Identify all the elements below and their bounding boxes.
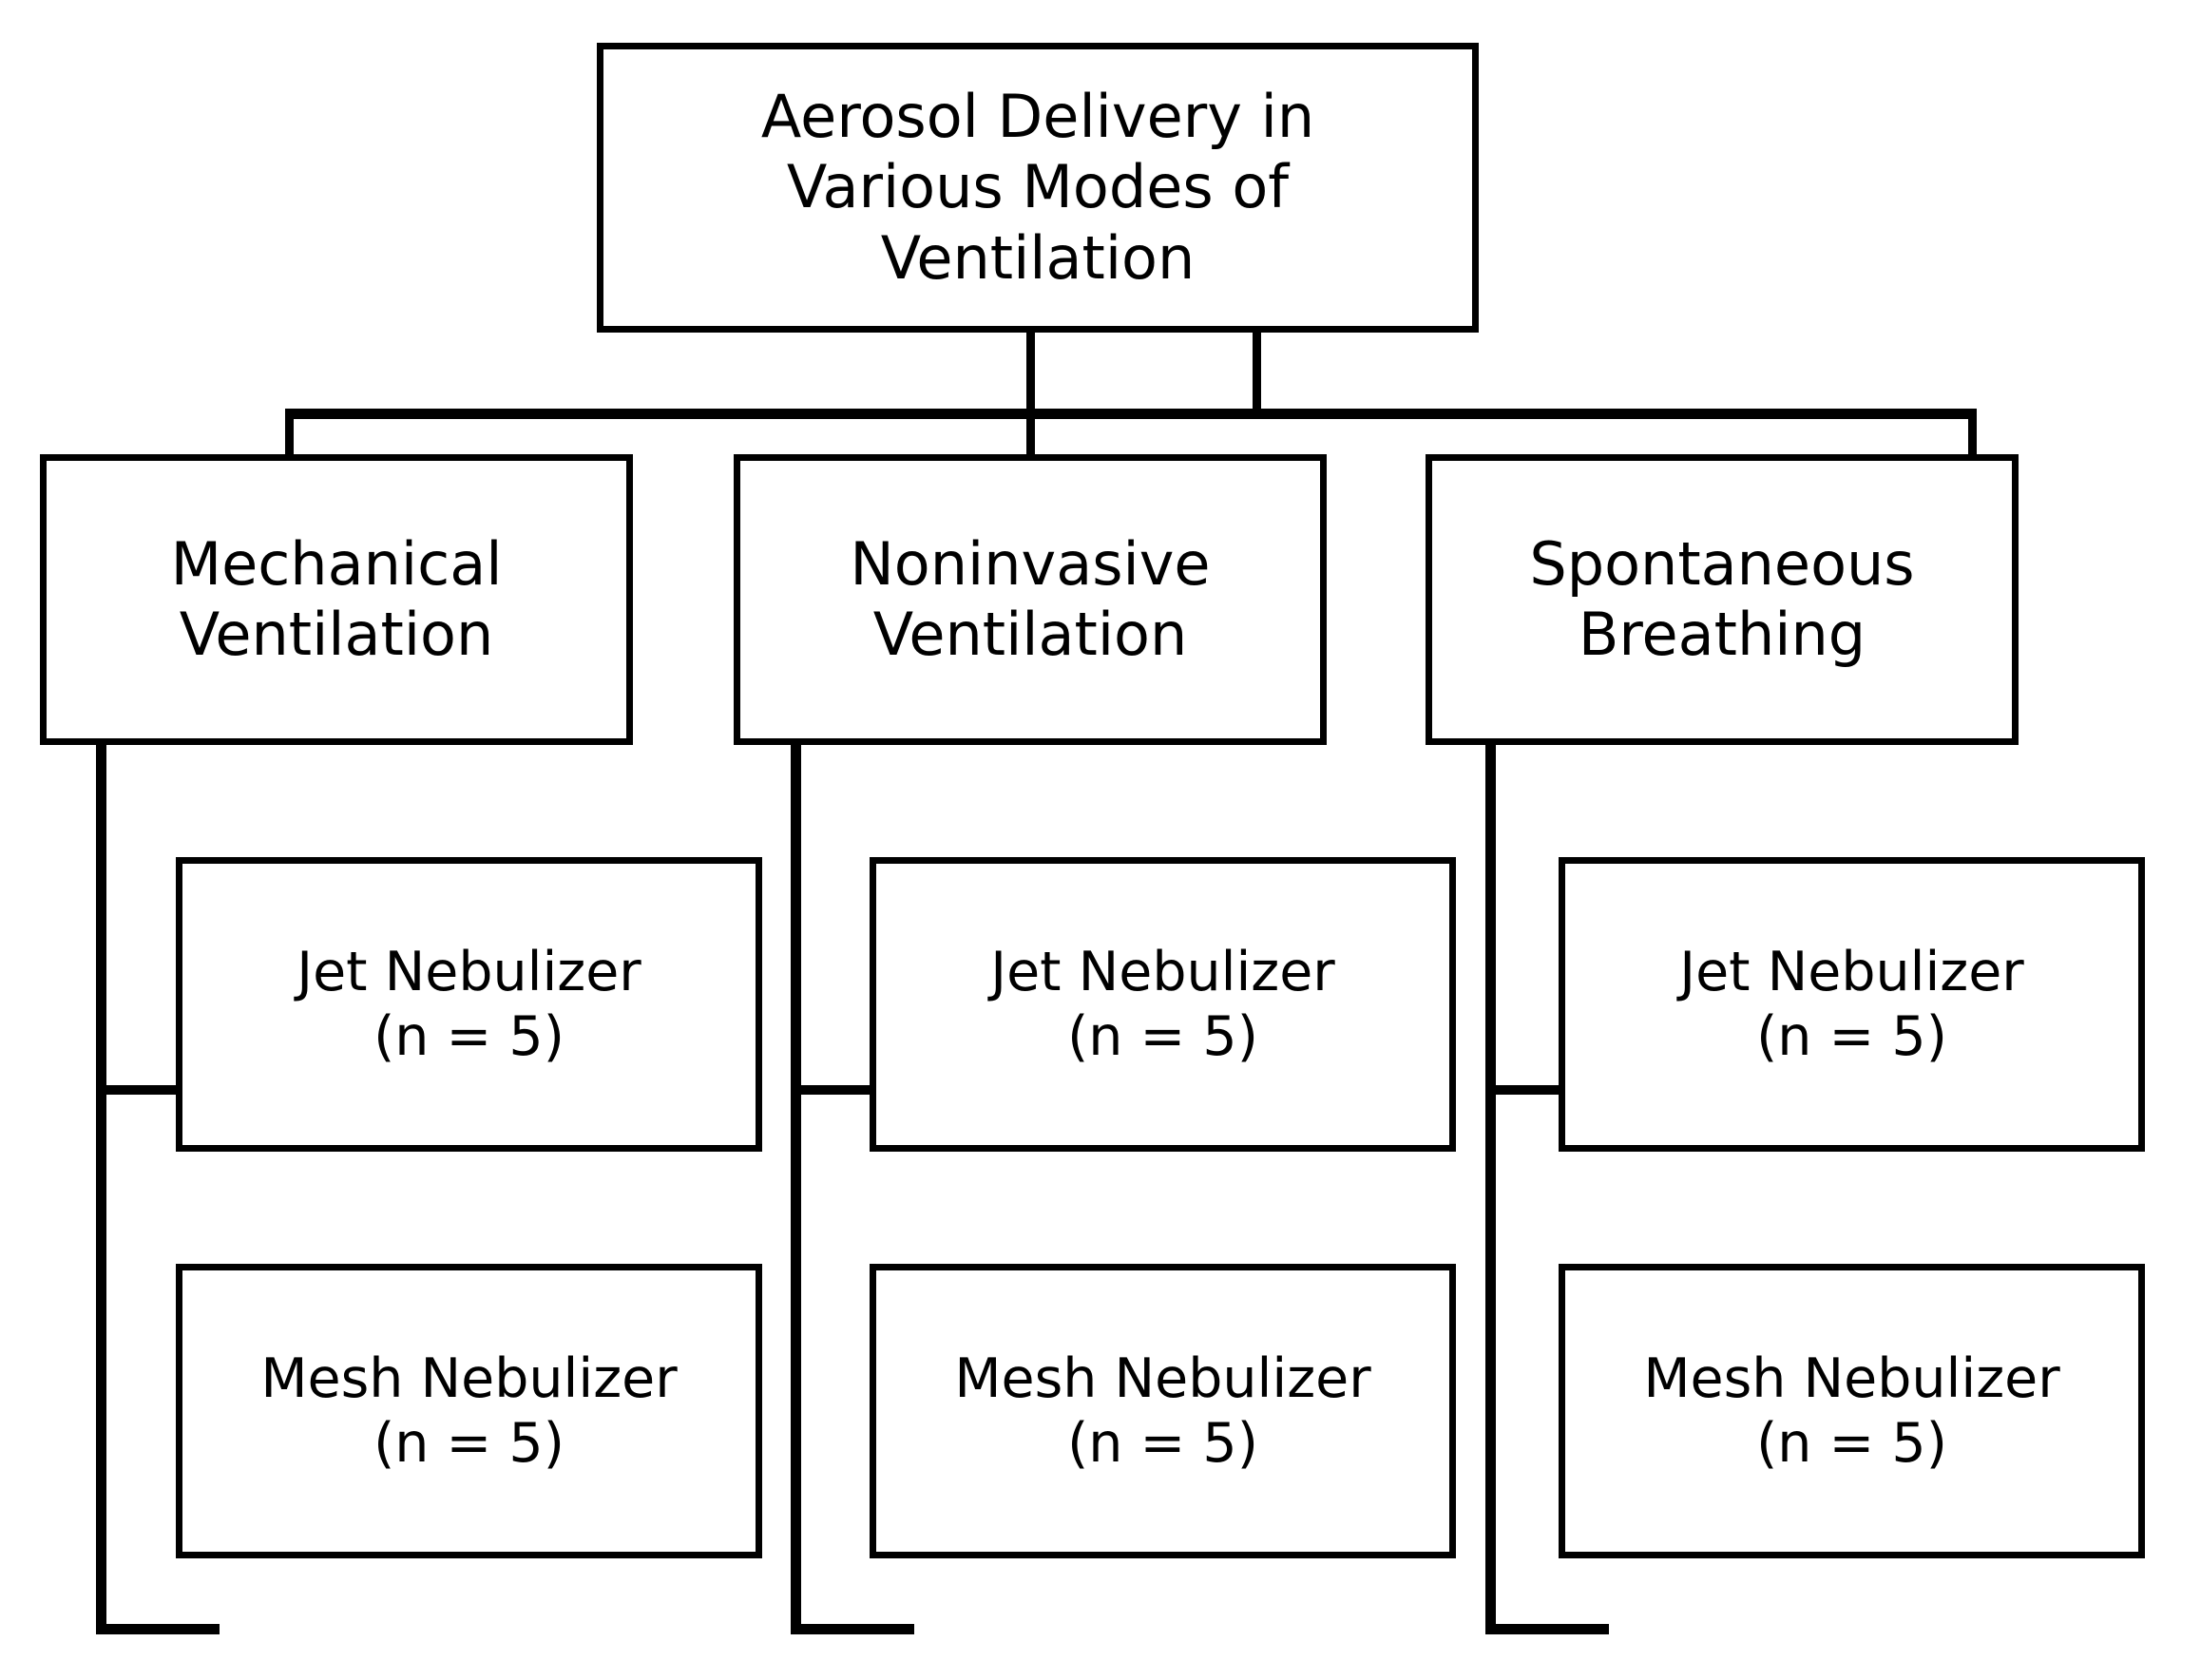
connector-distribution-bus: [285, 409, 1977, 419]
connector-mv-to-jet-nebulizer: [96, 1085, 183, 1095]
node-aerosol-delivery-line-2: Various Modes of: [786, 152, 1290, 222]
node-mechanical-ventilation-line-2: Ventilation: [179, 600, 494, 669]
node-mv-jet-nebulizer-line-2: (n = 5): [373, 1005, 565, 1068]
connector-niv-bottom-stub: [791, 1624, 914, 1634]
node-niv-mesh-nebulizer-line-1: Mesh Nebulizer: [954, 1346, 1371, 1410]
node-sb-jet-nebulizer-line-1: Jet Nebulizer: [1679, 940, 2024, 1003]
connector-bus-to-spontaneous-breathing: [1968, 409, 1977, 458]
connector-sb-bottom-stub: [1485, 1624, 1609, 1634]
connector-spine-noninvasive-ventilation: [791, 741, 801, 1634]
node-mv-mesh-nebulizer[interactable]: Mesh Nebulizer (n = 5): [176, 1264, 762, 1558]
connector-niv-to-jet-nebulizer: [791, 1085, 878, 1095]
node-niv-mesh-nebulizer-line-2: (n = 5): [1067, 1412, 1258, 1475]
node-mechanical-ventilation[interactable]: Mechanical Ventilation: [40, 454, 633, 745]
node-noninvasive-ventilation-line-2: Ventilation: [872, 600, 1188, 669]
node-niv-jet-nebulizer[interactable]: Jet Nebulizer (n = 5): [870, 857, 1456, 1152]
connector-bus-to-mechanical-ventilation: [285, 409, 294, 458]
node-spontaneous-breathing[interactable]: Spontaneous Breathing: [1426, 454, 2019, 745]
node-spontaneous-breathing-line-2: Breathing: [1578, 600, 1866, 669]
connector-spine-spontaneous-breathing: [1485, 741, 1496, 1634]
node-sb-mesh-nebulizer[interactable]: Mesh Nebulizer (n = 5): [1559, 1264, 2145, 1558]
node-noninvasive-ventilation[interactable]: Noninvasive Ventilation: [734, 454, 1327, 745]
node-noninvasive-ventilation-line-1: Noninvasive: [850, 528, 1211, 599]
node-niv-mesh-nebulizer[interactable]: Mesh Nebulizer (n = 5): [870, 1264, 1456, 1558]
node-aerosol-delivery-line-1: Aerosol Delivery in: [760, 81, 1315, 151]
node-sb-mesh-nebulizer-line-2: (n = 5): [1756, 1412, 1947, 1475]
connector-spine-mechanical-ventilation: [96, 741, 106, 1634]
connector-bus-to-noninvasive-ventilation: [1026, 409, 1035, 458]
node-mechanical-ventilation-line-1: Mechanical: [170, 528, 503, 599]
node-mv-mesh-nebulizer-line-1: Mesh Nebulizer: [260, 1346, 678, 1410]
connector-root-drop-right: [1253, 331, 1261, 416]
node-mv-jet-nebulizer[interactable]: Jet Nebulizer (n = 5): [176, 857, 762, 1152]
node-sb-mesh-nebulizer-line-1: Mesh Nebulizer: [1643, 1346, 2060, 1410]
connector-sb-to-jet-nebulizer: [1485, 1085, 1573, 1095]
connector-root-drop-left: [1026, 331, 1035, 416]
node-niv-jet-nebulizer-line-2: (n = 5): [1067, 1005, 1258, 1068]
node-mv-jet-nebulizer-line-1: Jet Nebulizer: [297, 940, 641, 1003]
node-aerosol-delivery-line-3: Ventilation: [880, 222, 1196, 293]
node-spontaneous-breathing-line-1: Spontaneous: [1529, 528, 1915, 599]
node-sb-jet-nebulizer-line-2: (n = 5): [1756, 1005, 1947, 1068]
node-sb-jet-nebulizer[interactable]: Jet Nebulizer (n = 5): [1559, 857, 2145, 1152]
node-niv-jet-nebulizer-line-1: Jet Nebulizer: [990, 940, 1335, 1003]
node-aerosol-delivery[interactable]: Aerosol Delivery in Various Modes of Ven…: [597, 43, 1479, 333]
node-mv-mesh-nebulizer-line-2: (n = 5): [373, 1412, 565, 1475]
connector-mv-bottom-stub: [96, 1624, 220, 1634]
